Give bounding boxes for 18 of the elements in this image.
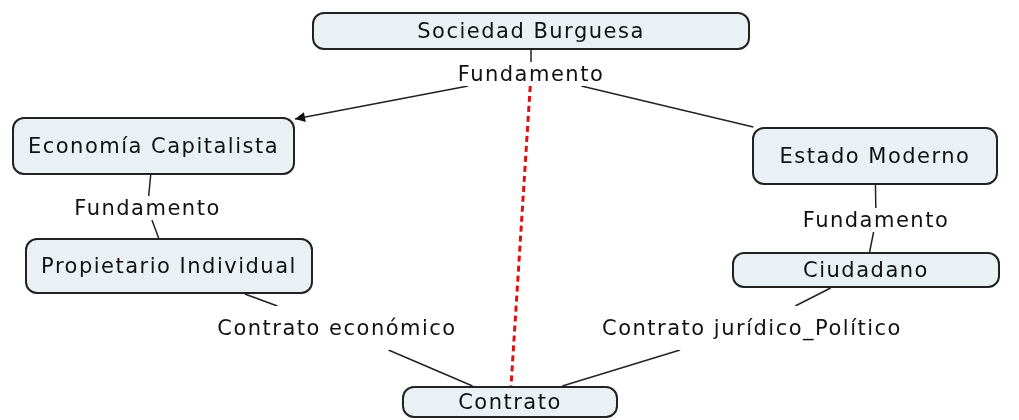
dashed-connector xyxy=(509,85,532,387)
connector-line xyxy=(580,85,755,128)
concept-box: Contrato xyxy=(402,386,618,418)
connector-line xyxy=(244,293,279,307)
connector-line xyxy=(561,349,681,387)
concept-box: Estado Moderno xyxy=(752,127,998,185)
connector-line xyxy=(530,49,532,63)
connector-line xyxy=(868,231,875,253)
connector-line xyxy=(387,349,474,387)
concept-box: Sociedad Burguesa xyxy=(312,12,750,50)
concept-box: Propietario Individual xyxy=(25,238,313,294)
connector-line xyxy=(874,184,877,209)
connector-line xyxy=(147,174,152,197)
arrow xyxy=(294,85,469,123)
concept-box: Economía Capitalista xyxy=(12,117,295,175)
connector-line xyxy=(151,219,160,239)
connector-line xyxy=(794,287,832,307)
concept-box: Ciudadano xyxy=(732,252,1000,288)
